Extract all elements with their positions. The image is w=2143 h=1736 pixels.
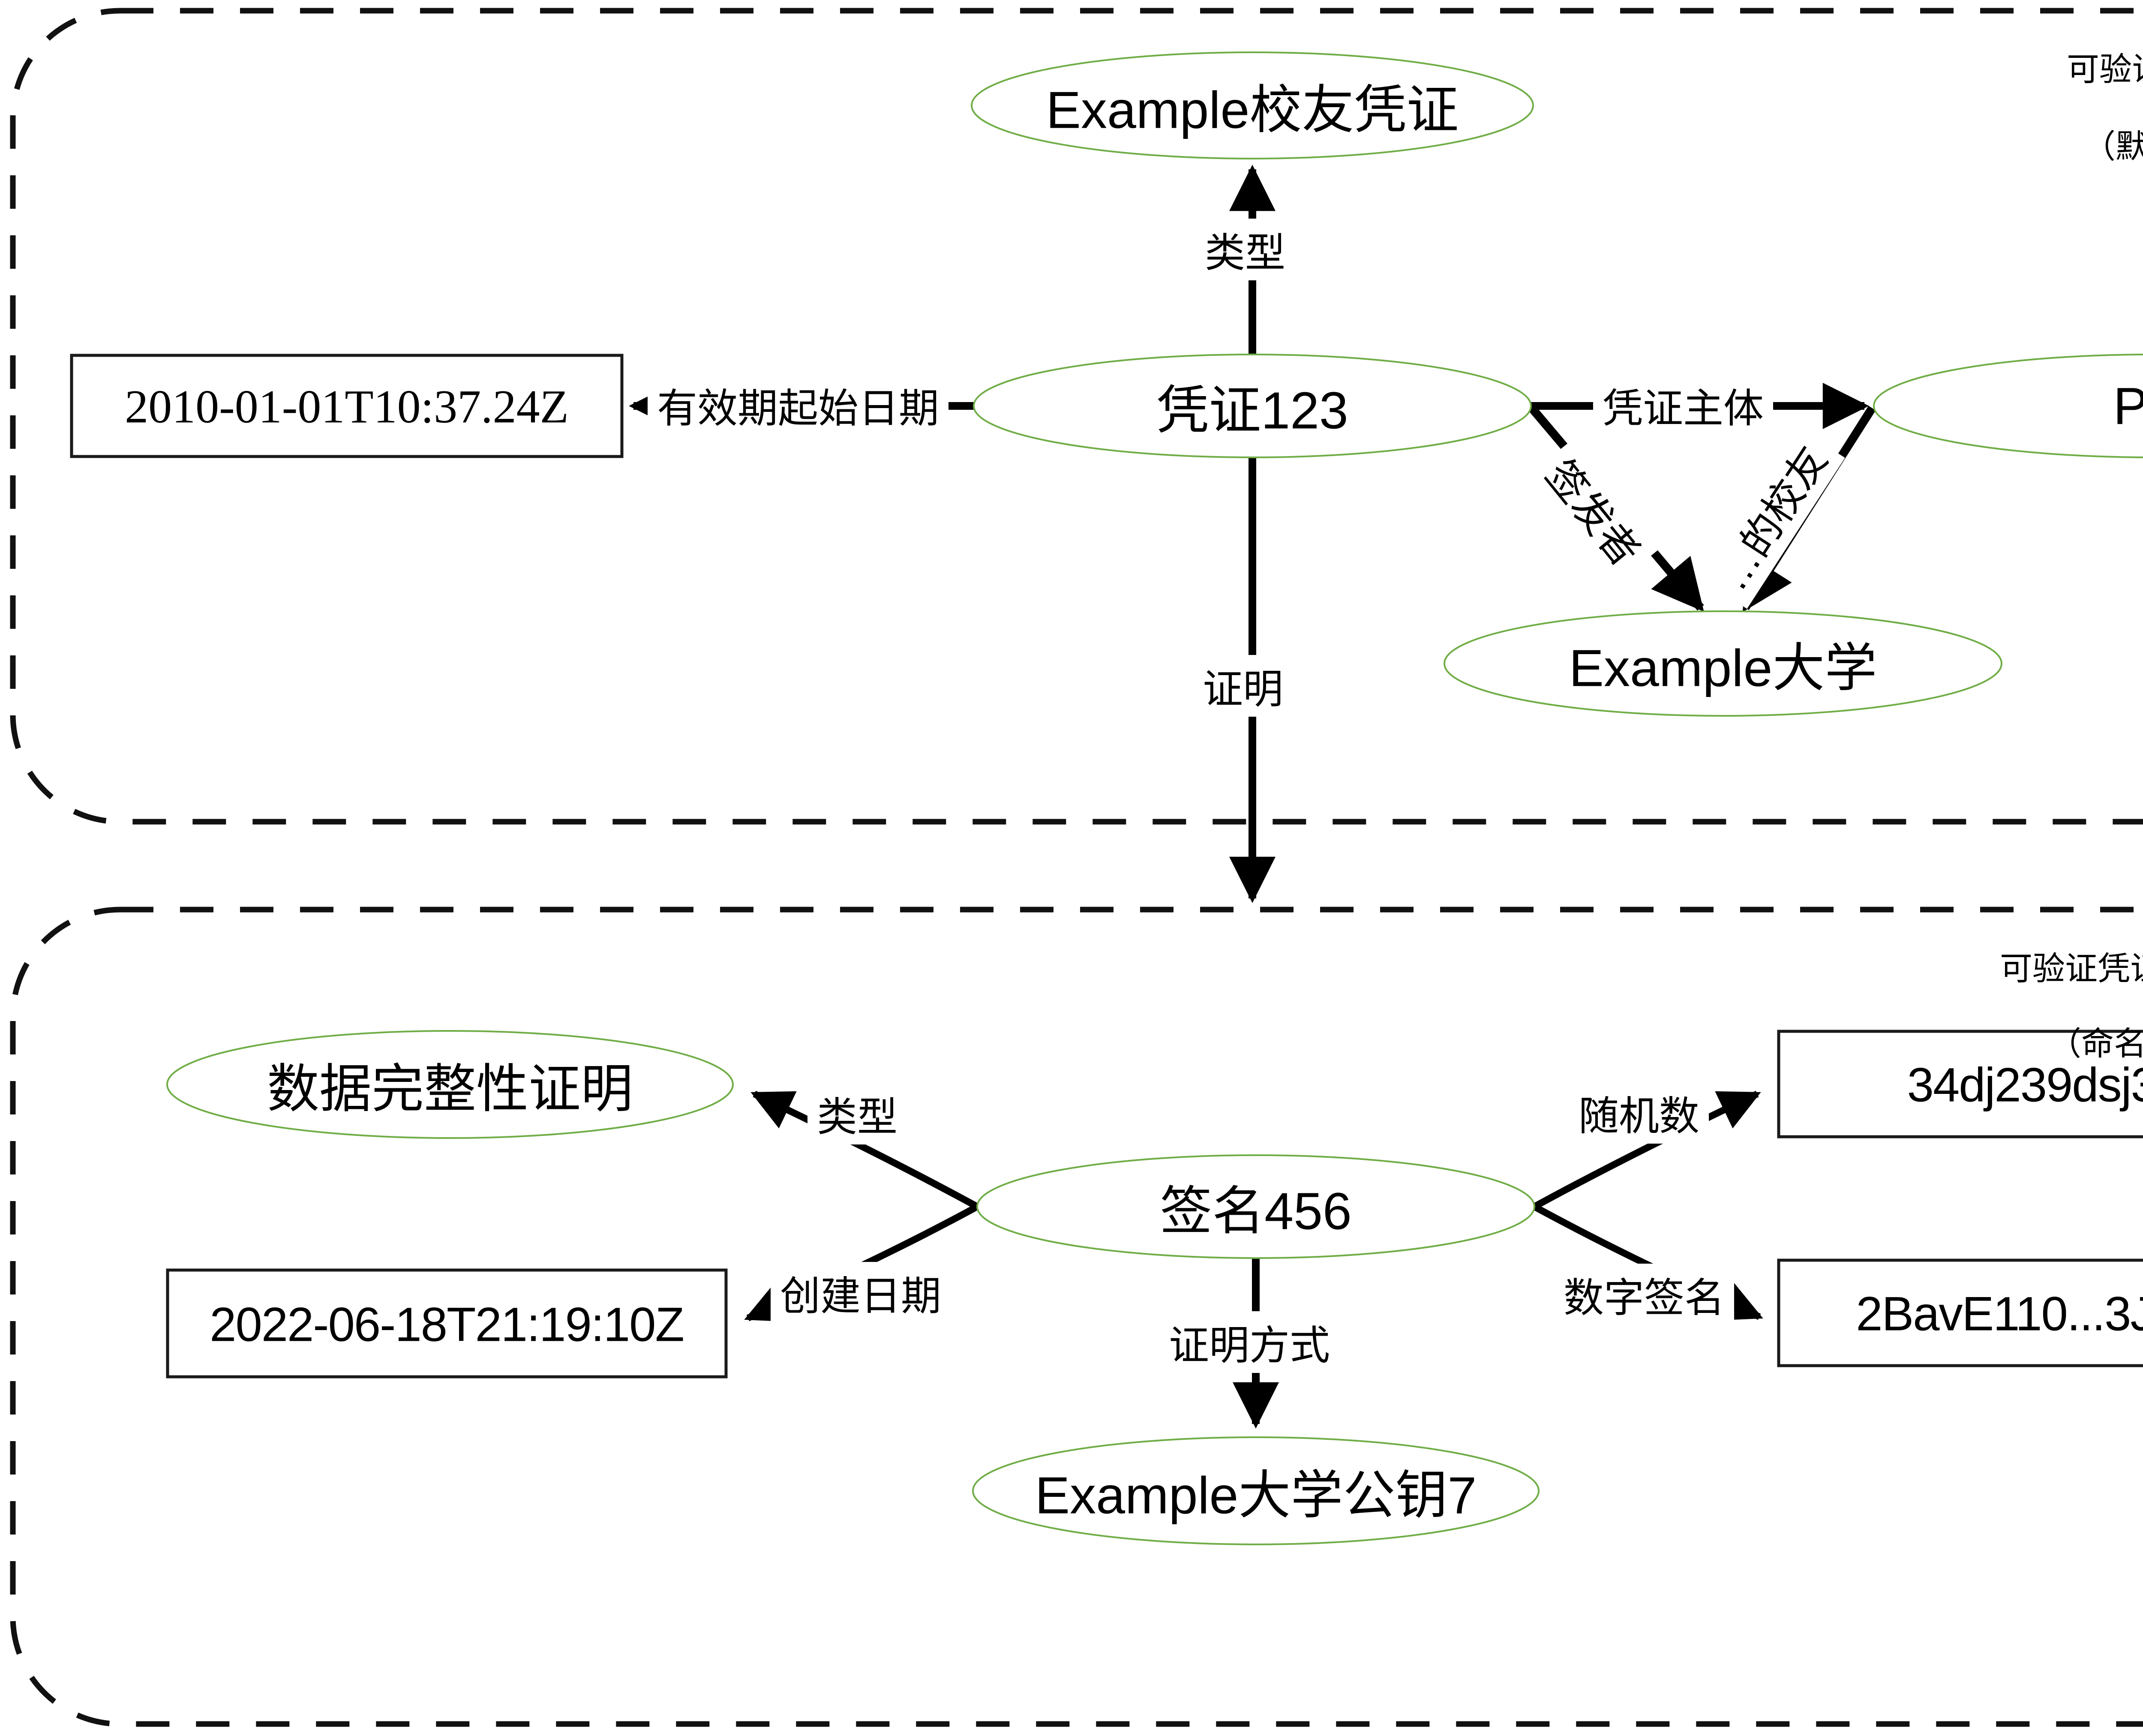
valid-from-date-value: 2010-01-01T10:37.24Z bbox=[125, 380, 569, 433]
ellipse-credential bbox=[973, 354, 1532, 458]
ellipse-credential-type bbox=[971, 51, 1534, 159]
rect-nonce bbox=[1777, 1030, 2143, 1138]
named-graph-boundary bbox=[10, 907, 2143, 1727]
edge-label-nonce: 随机数 bbox=[1569, 1082, 1709, 1144]
edge-label-digital-signature: 数字签名 bbox=[1554, 1264, 1735, 1325]
default-graph-title-line1: 可验证凭证图 bbox=[2067, 51, 2143, 88]
rect-signature-value bbox=[1777, 1258, 2143, 1367]
credential-type-label: Example校友凭证 bbox=[1046, 81, 1459, 139]
edge-label-proof: 证明 bbox=[1193, 655, 1293, 717]
edge-label-valid-from: 有效期起始日期 bbox=[647, 374, 949, 436]
verification-method-label: Example大学公钥7 bbox=[1035, 1466, 1477, 1525]
ellipse-subject-pat bbox=[1873, 354, 2143, 458]
ellipse-issuer-university bbox=[1444, 610, 2002, 717]
created-date-value: 2022-06-18T21:19:10Z bbox=[210, 1297, 684, 1352]
arrow-type-bottom bbox=[750, 1090, 979, 1210]
edge-label-type-bottom: 类型 bbox=[807, 1083, 907, 1144]
named-graph-title-line2: （命名图） bbox=[2049, 1026, 2143, 1062]
signature-label: 签名456 bbox=[1160, 1182, 1352, 1240]
named-graph-title-line1: 可验证凭证证明图 bbox=[2000, 951, 2143, 987]
edge-label-type-top: 类型 bbox=[1195, 219, 1295, 280]
ellipse-proof-type bbox=[166, 1030, 734, 1139]
credential-label: 凭证123 bbox=[1156, 381, 1348, 440]
arrow-nonce bbox=[1533, 1090, 1761, 1210]
default-graph-title-line2: （默认图） bbox=[2083, 129, 2143, 165]
edge-label-proof-method: 证明方式 bbox=[1159, 1311, 1340, 1373]
rect-created-date bbox=[166, 1268, 728, 1379]
default-graph-boundary bbox=[10, 8, 2143, 825]
rect-valid-from-date bbox=[70, 354, 624, 458]
ellipse-signature bbox=[976, 1154, 1535, 1259]
subject-pat-label: Pat bbox=[2113, 377, 2143, 435]
issuer-university-label: Example大学 bbox=[1569, 639, 1877, 697]
edge-label-credential-subject: 凭证主体 bbox=[1593, 374, 1774, 436]
edge-label-created: 创建日期 bbox=[770, 1262, 951, 1324]
proof-type-label: 数据完整性证明 bbox=[267, 1060, 633, 1118]
ellipse-verification-method bbox=[972, 1436, 1540, 1545]
signature-value: 2BavE110...3JT2pq bbox=[1856, 1287, 2143, 1341]
nonce-value: 34dj239dsj328 bbox=[1907, 1058, 2143, 1112]
